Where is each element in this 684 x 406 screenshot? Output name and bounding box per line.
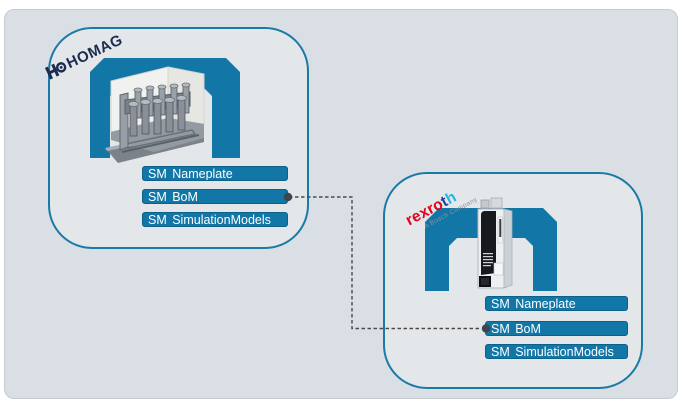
submodel-bar-simulationmodels-right: SM SimulationModels bbox=[485, 344, 628, 359]
homag-machine-image bbox=[105, 66, 205, 163]
submodel-bar-nameplate-right: SM Nameplate bbox=[485, 296, 628, 311]
submodel-bar-bom-left: SM BoM bbox=[142, 189, 288, 204]
submodel-bar-bom-right: SM BoM bbox=[485, 321, 628, 336]
submodel-bar-simulationmodels-left: SM SimulationModels bbox=[142, 212, 288, 227]
submodel-bar-nameplate-left: SM Nameplate bbox=[142, 166, 288, 181]
homag-mark-icon bbox=[44, 62, 67, 80]
rexroth-drive-image bbox=[477, 197, 513, 289]
homag-logo: HOMAG bbox=[44, 31, 126, 81]
